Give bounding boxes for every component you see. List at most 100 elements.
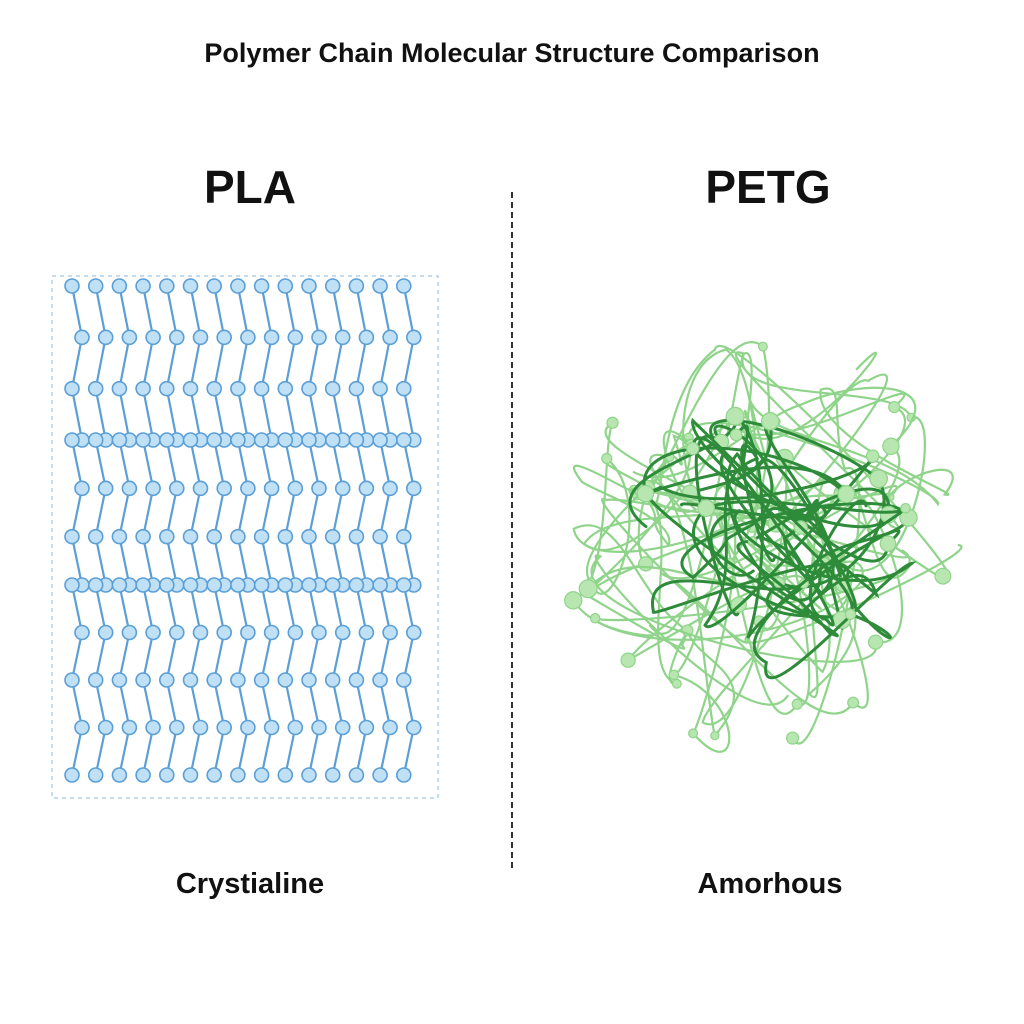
pla-atom [64,577,80,593]
pla-chain-segment [118,285,131,441]
pla-chain-segment [94,285,107,441]
pla-atom [382,329,398,346]
pla-atom [216,624,232,641]
pla-atom [135,278,151,294]
pla-atom [230,380,246,397]
petg-atom [888,400,901,414]
pla-atom [372,528,388,545]
pla-atom [206,432,222,448]
pla-atom [182,767,199,783]
pla-atom [324,278,341,294]
pla-atom [159,278,175,294]
pla-atom [111,432,128,448]
pla-atom [348,767,365,783]
pla-chain-segment [378,285,392,441]
pla-atom [395,577,412,593]
pla-atom [263,329,280,346]
pla-atom [192,329,209,346]
pla-atom [253,432,270,448]
pla-atom [287,329,304,346]
petg-atom [725,406,745,426]
pla-chain-segment [236,285,250,441]
pla-atom [145,480,161,497]
pla-atom [135,380,151,397]
petg-atom [757,341,768,352]
petg-atom [729,428,743,442]
pla-atom [216,719,232,736]
pla-atom [159,432,175,448]
pla-label: PLA [204,161,296,213]
pla-atom [182,432,199,448]
pla-atom [301,528,317,545]
pla-atom [405,480,422,497]
diagram-title: Polymer Chain Molecular Structure Compar… [204,38,820,68]
pla-atom [121,624,138,641]
pla-atom [324,380,341,397]
petg-atom [601,452,613,465]
pla-atom [159,380,175,397]
pla-atom [206,380,222,397]
pla-atom [311,624,327,641]
pla-atom [230,577,246,593]
pla-atom [324,672,341,688]
pla-atom [372,672,388,688]
petg-atom [900,502,911,514]
pla-atom [263,719,280,736]
petg-atom [844,608,857,620]
pla-atom [382,624,398,641]
pla-atom [230,278,246,294]
pla-atom [216,329,232,346]
pla-atom [182,278,199,294]
pla-atom [405,719,422,736]
pla-atom [348,577,365,593]
pla-atom [348,672,365,688]
pla-chain-segment [70,439,84,586]
pla-atom [395,380,412,397]
pla-chain-segment [260,285,273,441]
pla-atom [372,432,388,448]
pla-atom [192,624,209,641]
petg-atom [934,567,952,585]
pla-atom [253,767,270,783]
pla-atom [263,480,280,497]
pla-atom [277,767,294,783]
pla-atom [145,719,161,736]
pla-atom [358,480,375,497]
pla-atom [111,577,128,593]
pla-atom [64,432,80,448]
pla-atom [301,432,317,448]
pla-atom [97,329,114,346]
pla-atom [277,380,294,397]
pla-atom [334,329,351,346]
pla-atom [182,528,199,545]
petg-atom [867,634,884,650]
petg-atom [564,591,583,610]
petg-atom [869,469,889,489]
pla-atom [64,278,80,294]
petg-atom [697,499,716,518]
pla-atom [395,278,412,294]
pla-atom [230,672,246,688]
pla-atom [145,329,161,346]
petg-atom [688,728,699,739]
pla-atom [230,767,246,783]
pla-atom [87,432,104,448]
pla-atom [395,528,412,545]
pla-atom [121,480,138,497]
pla-atom [206,767,222,783]
pla-atom [74,480,90,497]
pla-atom [287,719,304,736]
pla-crystalline-structure [51,275,439,799]
pla-atom [311,480,327,497]
petg-atom [686,441,700,456]
pla-atom [334,480,351,497]
pla-chain-segment [284,285,297,441]
pla-atom [311,719,327,736]
pla-atom [240,719,256,736]
petg-chain [651,424,911,617]
petg-chains [564,341,963,753]
pla-atom [64,380,80,397]
petg-atom [786,731,800,745]
pla-atom [287,480,304,497]
